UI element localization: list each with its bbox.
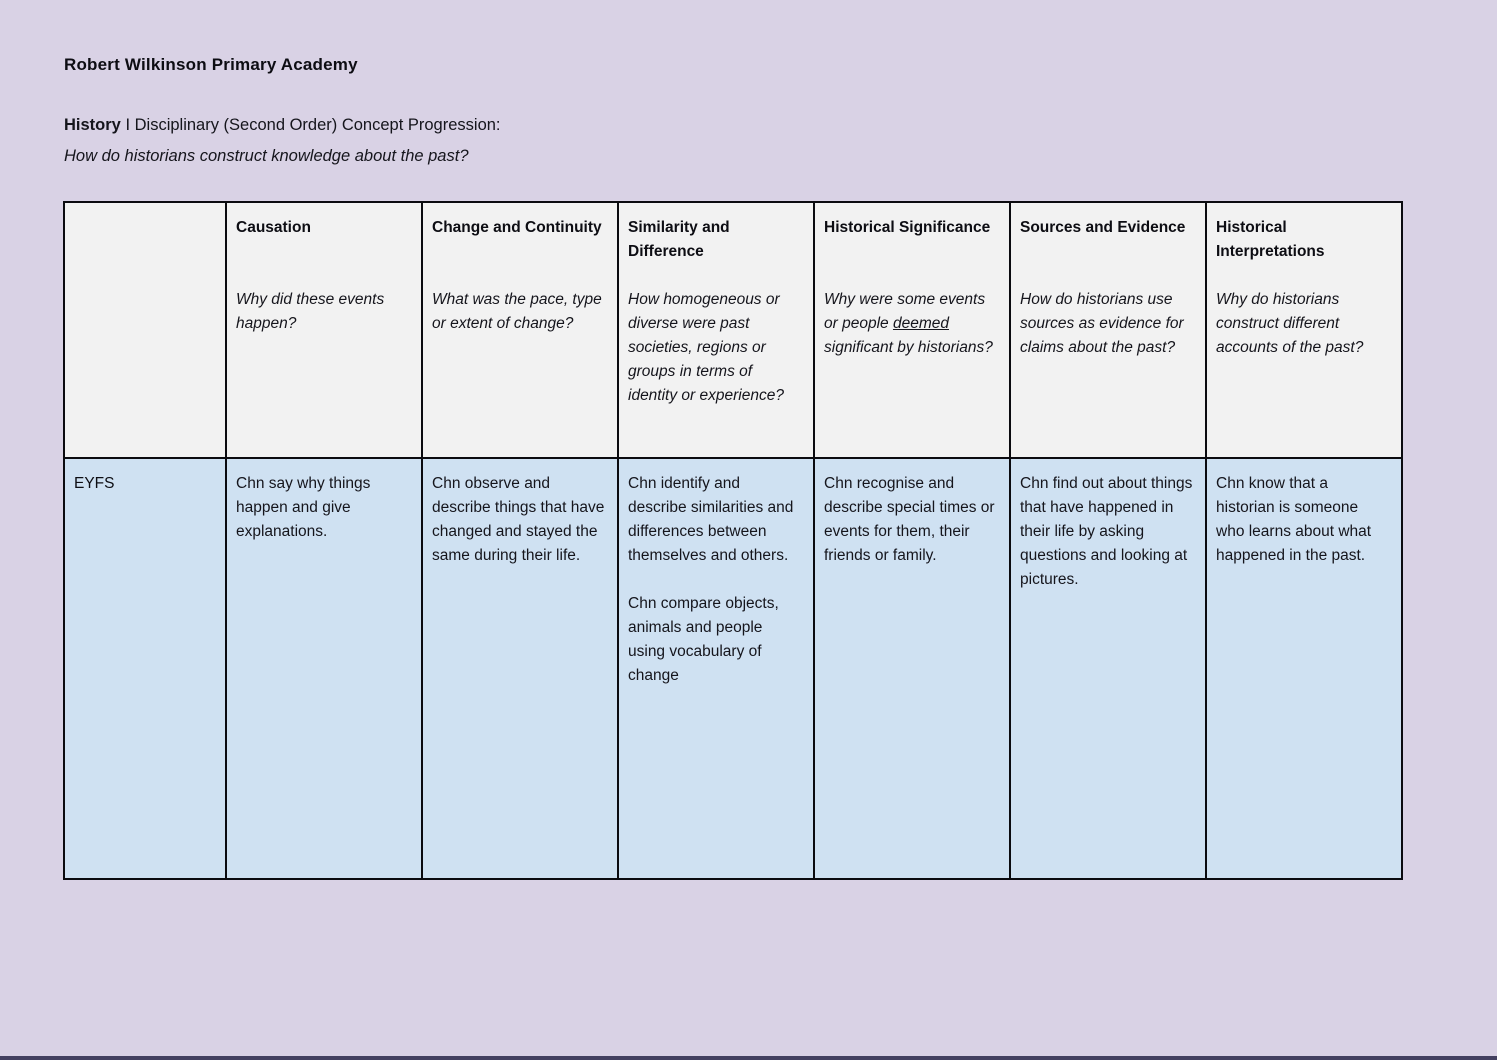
column-title: Causation <box>236 219 311 236</box>
table-header-row: Causation Why did these events happen? C… <box>63 201 1403 459</box>
question-text: Why were some events or people <box>824 291 986 332</box>
cell-paragraph: Chn observe and describe things that hav… <box>432 475 605 564</box>
document-title-rest: I Disciplinary (Second Order) Concept Pr… <box>120 116 501 134</box>
column-title: Sources and Evidence <box>1020 219 1186 236</box>
column-title: Historical Significance <box>824 219 991 236</box>
cell-paragraph: Chn compare objects, animals and people … <box>628 595 779 684</box>
column-question: Why do historians construct different ac… <box>1216 291 1364 356</box>
column-question: How do historians use sources as evidenc… <box>1020 291 1184 356</box>
document-title: History I Disciplinary (Second Order) Co… <box>64 116 501 135</box>
cell-eyfs-change-continuity: Chn observe and describe things that hav… <box>421 457 619 880</box>
cell-paragraph: Chn recognise and describe special times… <box>824 475 995 564</box>
document-title-subject: History <box>64 116 121 134</box>
cell-eyfs-historical-significance: Chn recognise and describe special times… <box>813 457 1011 880</box>
column-header-causation: Causation Why did these events happen? <box>225 201 423 459</box>
column-question: Why were some events or people deemed si… <box>824 288 997 360</box>
cell-paragraph: Chn identify and describe similarities a… <box>628 475 794 564</box>
column-header-similarity-difference: Similarity and Difference How homogeneou… <box>617 201 815 459</box>
cell-eyfs-similarity-difference: Chn identify and describe similarities a… <box>617 457 815 880</box>
column-question: Why did these events happen? <box>236 291 385 332</box>
table-row-eyfs: EYFS Chn say why things happen and give … <box>63 457 1403 880</box>
progression-table: Causation Why did these events happen? C… <box>63 201 1403 880</box>
cell-eyfs-causation: Chn say why things happen and give expla… <box>225 457 423 880</box>
column-header-blank <box>63 201 227 459</box>
column-header-historical-interpretations: Historical Interpretations Why do histor… <box>1205 201 1403 459</box>
question-text: significant by historians? <box>824 339 993 356</box>
cell-eyfs-historical-interpretations: Chn know that a historian is someone who… <box>1205 457 1403 880</box>
column-title: Historical Interpretations <box>1216 219 1325 260</box>
cell-paragraph: Chn know that a historian is someone who… <box>1216 475 1372 564</box>
column-question: How homogeneous or diverse were past soc… <box>628 291 784 404</box>
bottom-edge-bar <box>0 1056 1497 1060</box>
school-name: Robert Wilkinson Primary Academy <box>64 55 358 74</box>
column-title: Similarity and Difference <box>628 219 730 260</box>
column-header-historical-significance: Historical Significance Why were some ev… <box>813 201 1011 459</box>
column-question: What was the pace, type or extent of cha… <box>432 291 602 332</box>
column-title: Change and Continuity <box>432 219 602 236</box>
question-underlined-word: deemed <box>892 315 949 332</box>
cell-paragraph: Chn say why things happen and give expla… <box>236 475 371 540</box>
document-question: How do historians construct knowledge ab… <box>64 147 469 165</box>
cell-eyfs-sources-evidence: Chn find out about things that have happ… <box>1009 457 1207 880</box>
cell-paragraph: Chn find out about things that have happ… <box>1020 475 1193 588</box>
row-label-eyfs: EYFS <box>63 457 227 880</box>
column-header-sources-evidence: Sources and Evidence How do historians u… <box>1009 201 1207 459</box>
column-header-change-continuity: Change and Continuity What was the pace,… <box>421 201 619 459</box>
